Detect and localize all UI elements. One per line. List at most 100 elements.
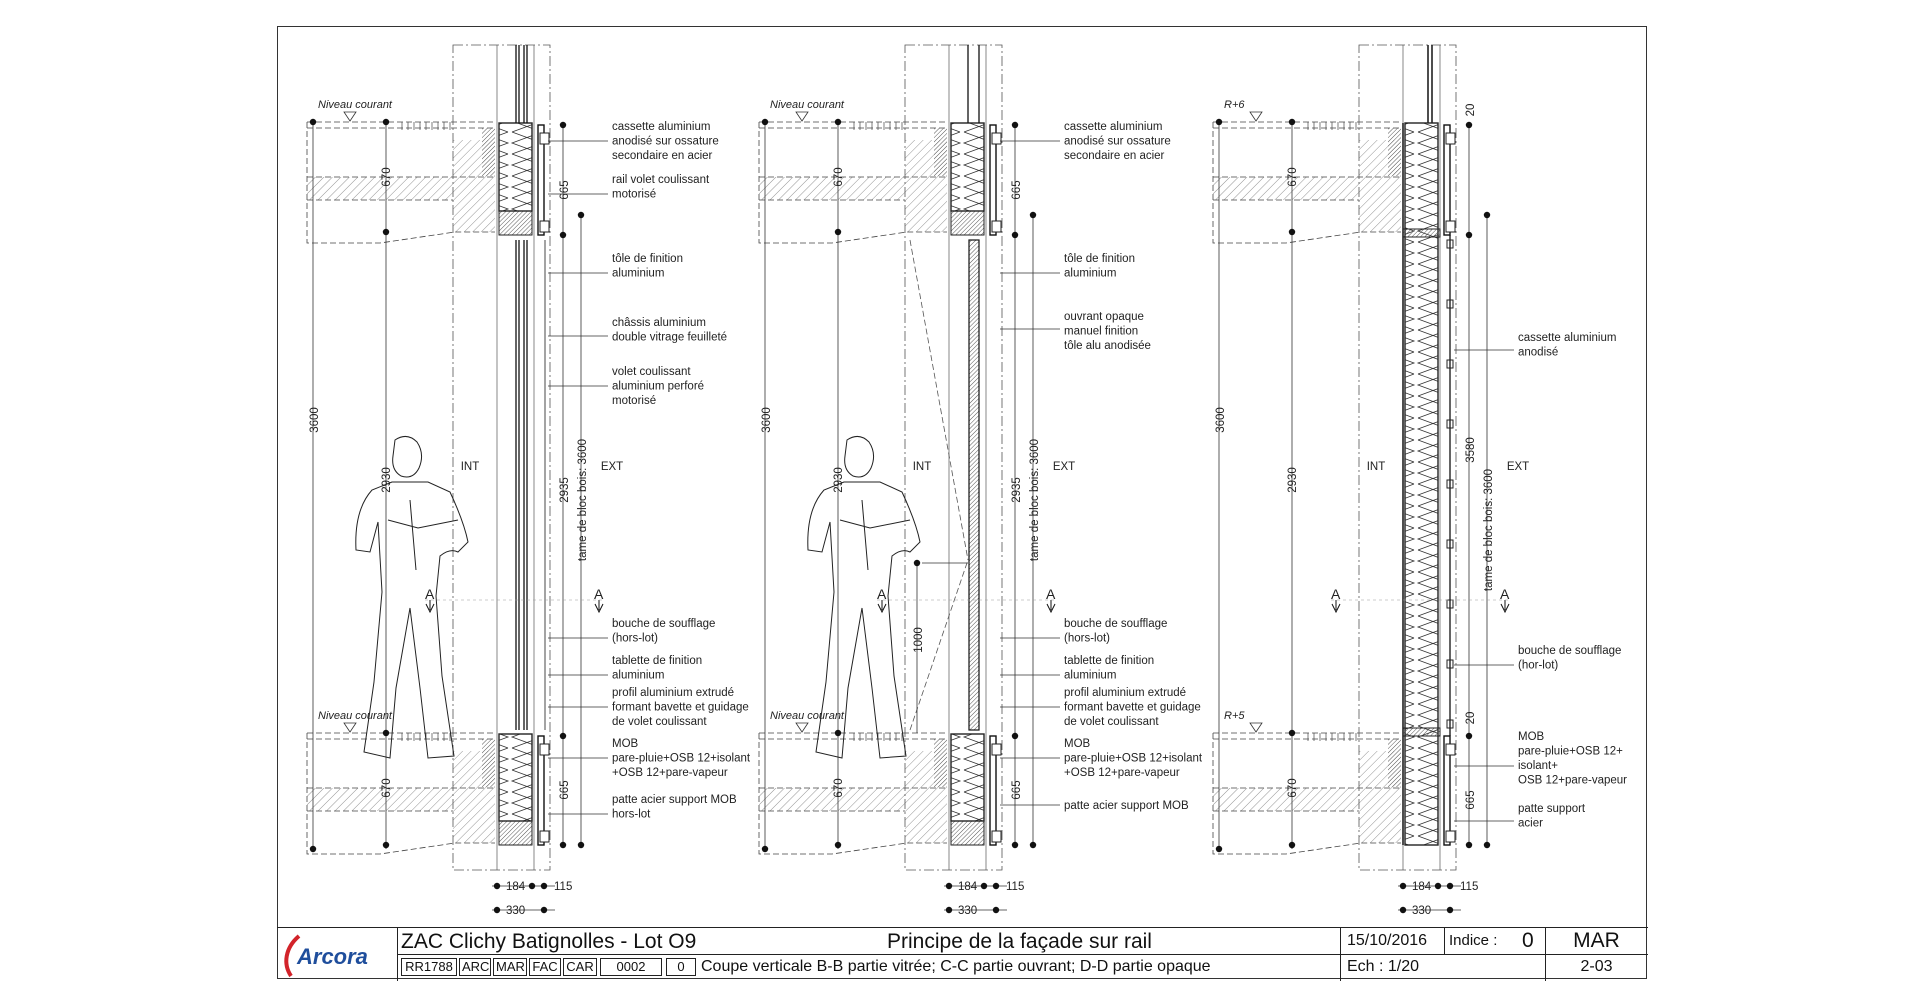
slab-hatch [759,177,905,200]
dimension-dot [1465,732,1473,740]
dimension-text: 2930 [381,467,393,493]
arcora-logo-icon: Arcora [284,934,368,978]
opaque-leaf [968,239,980,731]
dimension-dot [559,841,567,849]
fixing-bracket [1445,132,1456,145]
slab-hatch [1213,177,1359,200]
annotation-text: profil aluminium extrudé [612,687,734,699]
annotation-text: +OSB 12+pare-vapeur [1064,767,1180,779]
cassette-profile [1443,735,1451,846]
level-label: Niveau courant [318,99,393,111]
fixing-bracket [1445,743,1456,756]
slab-outline [758,732,947,855]
annotation-text: double vitrage feuilleté [612,332,727,344]
dimension-dot [1288,118,1296,126]
annotation-text: (hors-lot) [612,633,658,645]
section-arrow-icon [1331,600,1341,614]
annotation-text: de volet coulissant [1064,716,1159,728]
fixing-bracket [991,830,1002,843]
annotation-text: manuel finition [1064,326,1138,338]
dimension-text: 665 [559,180,571,199]
dimension-text: 670 [1287,778,1299,797]
section-mark: A [594,586,604,602]
dimension-text: tame de bloc bois: 3600 [1483,469,1495,591]
level-label: Niveau courant [318,710,393,722]
section-arrow-icon [877,600,887,614]
wall-zone-outline [452,44,551,871]
int-label: INT [461,461,480,473]
annotation-text: cassette aluminium [612,121,710,133]
fixing-bracket [539,830,550,843]
section-mark: A [877,586,887,602]
annotation-text: volet coulissant [612,366,691,378]
dimension-text: 3600 [761,407,773,433]
annotation-text: de volet coulissant [612,716,707,728]
cassette-profile [989,124,997,236]
annotation-text: bouche de soufflage [612,618,715,630]
dimension-dot [945,882,953,890]
dimension-text: 665 [559,780,571,799]
slab-hatch [307,788,453,811]
dimension-dot [761,118,769,126]
dimension-dot [1288,228,1296,236]
annotation-text: patte acier support MOB [612,794,737,806]
code-box: MAR [493,958,527,976]
fixing-bracket [991,132,1002,145]
mob-lintel [950,210,985,236]
dimension-dot [1465,841,1473,849]
section-mark: A [1500,586,1510,602]
annotation-text: (hor-lot) [1518,660,1558,672]
dimension-dot [528,882,536,890]
cassette-joint [1446,239,1454,249]
annotation-text: tablette de finition [612,655,702,667]
sealant [1388,739,1401,787]
annotation-text: bouche de soufflage [1064,618,1167,630]
dimension-dot [382,118,390,126]
dimension-text: 330 [958,905,977,917]
dimension-dot [1011,841,1019,849]
fixing-bracket [539,132,550,145]
dimension-dot [834,841,842,849]
dimension-dot [309,118,317,126]
dimension-text: 184 [506,881,526,893]
dimension-text: 115 [1006,881,1024,893]
cassette-joint [1446,479,1454,489]
slab-outline [1212,732,1401,855]
dimension-dot [559,231,567,239]
dimension-text: 665 [1465,790,1477,809]
dimension-dot [1446,882,1454,890]
dimension-text: 670 [833,167,845,186]
annotation-text: secondaire en acier [612,150,713,162]
annotation-text: tablette de finition [1064,655,1154,667]
annotation-text: isolant+ [1518,760,1558,772]
dimension-text: 115 [554,881,572,893]
ext-label: EXT [601,461,623,473]
annotation-text: pare-pluie+OSB 12+isolant [612,753,751,765]
cassette-joint [1446,659,1454,669]
company-logo: Arcora [277,928,397,981]
level-label: Niveau courant [770,99,845,111]
level-triangle-icon [1249,111,1263,122]
sheet-number: 2-03 [1580,958,1613,975]
level-triangle-icon [795,111,809,122]
dimension-text: 20 [1465,712,1477,725]
annotation-text: hors-lot [612,809,651,821]
mob-lintel [498,820,533,846]
dimension-dot [1434,882,1442,890]
annotation-text: anodisé sur ossature [612,136,719,148]
dimension-dot [1465,121,1473,129]
sealant [934,128,947,176]
level-triangle-icon [795,722,809,733]
annotation-text: aluminium [1064,268,1116,280]
dimension-text: 665 [1011,180,1023,199]
date: 15/10/2016 [1347,932,1428,949]
int-label: INT [1367,461,1386,473]
annotation-text: tôle de finition [612,253,683,265]
section-mark: A [1331,586,1341,602]
dimension-text: 3600 [1215,407,1227,433]
cassette-joint [1446,419,1454,429]
dimension-text: 670 [381,778,393,797]
dimension-dot [1011,121,1019,129]
dimension-text: 330 [1412,905,1431,917]
dimension-text: 3600 [309,407,321,433]
